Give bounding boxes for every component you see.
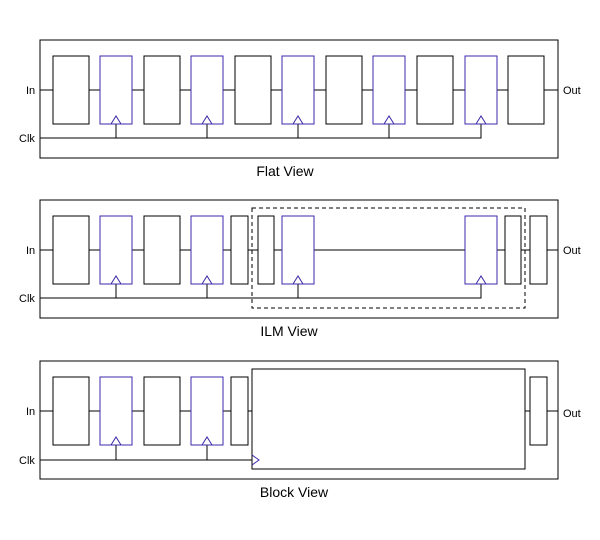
flat-out-label: Out <box>563 85 581 97</box>
logic-block <box>52 215 90 285</box>
block-view: In Out Clk Block View <box>19 360 581 500</box>
logic-block <box>529 376 548 446</box>
logic-block <box>52 55 90 125</box>
logic-block <box>507 55 545 125</box>
logic-block <box>143 55 181 125</box>
block-in-label: In <box>26 406 35 418</box>
flip-flop <box>99 215 133 285</box>
logic-block <box>504 215 522 285</box>
flip-flop <box>281 55 315 125</box>
logic-block <box>529 215 548 285</box>
block-view-caption: Block View <box>260 484 329 500</box>
flip-flop <box>190 376 224 446</box>
ilm-boundary-dashed <box>251 207 526 309</box>
abstract-block <box>251 368 526 470</box>
flat-view-caption: Flat View <box>256 163 314 179</box>
logic-block <box>143 215 181 285</box>
logic-block <box>234 55 272 125</box>
ilm-view: In Out Clk ILM View <box>19 199 581 339</box>
logic-block <box>230 215 249 285</box>
ilm-clk-label: Clk <box>19 293 35 305</box>
ilm-out-label: Out <box>563 245 581 257</box>
block-out-label: Out <box>563 408 581 420</box>
flat-view: In Out Clk Flat View <box>19 39 581 179</box>
flip-flop <box>99 376 133 446</box>
flip-flop <box>190 215 224 285</box>
ilm-in-label: In <box>26 245 35 257</box>
flip-flop <box>372 55 406 125</box>
logic-block <box>143 376 181 446</box>
flip-flop <box>464 215 498 285</box>
flip-flop <box>190 55 224 125</box>
logic-block <box>257 215 275 285</box>
ilm-clock-wire <box>40 284 482 299</box>
flat-clk-label: Clk <box>19 133 35 145</box>
flip-flop <box>281 215 315 285</box>
block-clk-label: Clk <box>19 455 35 467</box>
block-clock-pin <box>251 454 260 466</box>
ilm-view-caption: ILM View <box>260 323 318 339</box>
flip-flop <box>464 55 498 125</box>
logic-block <box>325 55 363 125</box>
flip-flop <box>99 55 133 125</box>
logic-block <box>416 55 454 125</box>
flat-clock-wire <box>40 124 482 139</box>
logic-block <box>52 376 90 446</box>
logic-block <box>230 376 249 446</box>
flat-in-label: In <box>26 85 35 97</box>
